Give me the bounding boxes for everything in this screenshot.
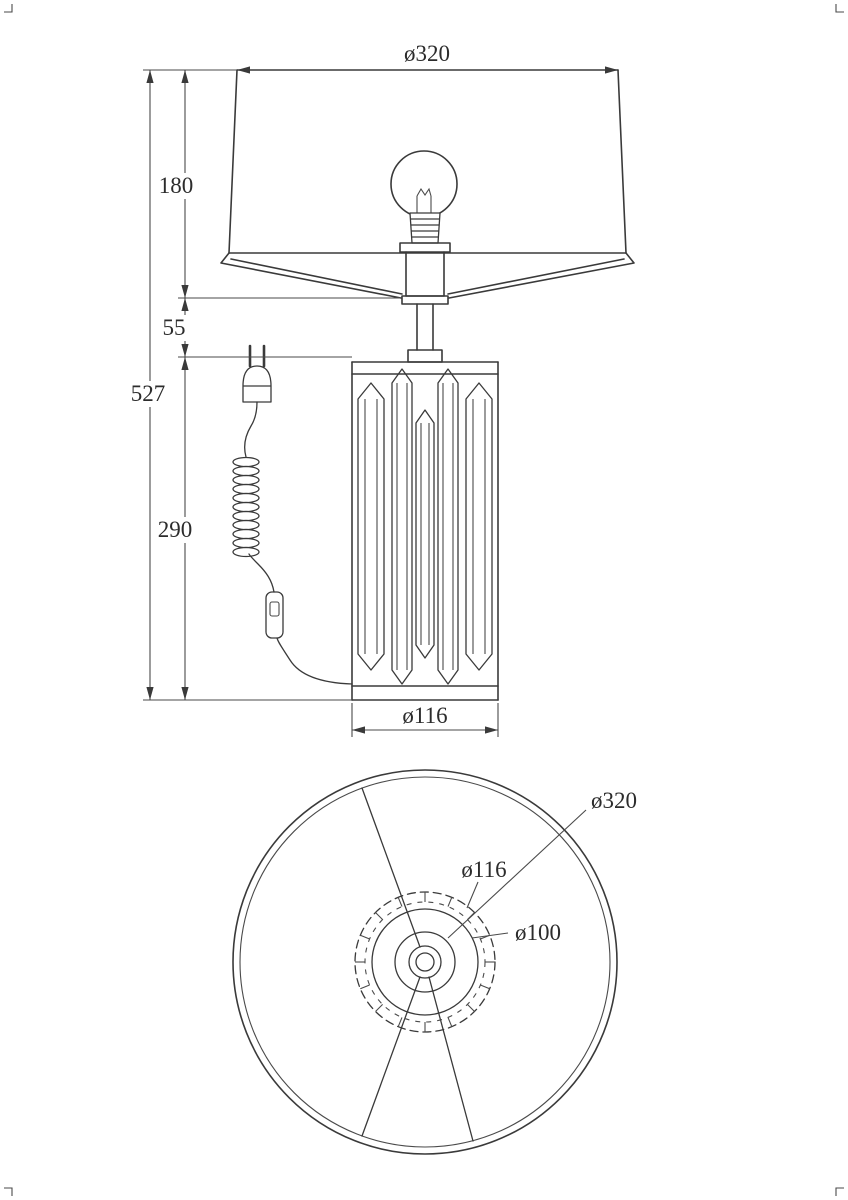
inline-switch (265, 591, 284, 639)
stem-circle (408, 945, 442, 979)
dim-bottom-shade-diameter-label: ø320 (591, 788, 637, 813)
corner-crop-marks (4, 4, 844, 1196)
crystal-rod (357, 382, 385, 671)
plug-prongs (248, 344, 266, 368)
dim-bottom-base-diameter-label: ø100 (515, 920, 561, 945)
extension-lines (143, 69, 499, 737)
switch-button (269, 601, 280, 617)
dim-bottom-body-diameter-label: ø116 (461, 857, 506, 882)
cord-middle (248, 553, 275, 593)
cord-lower (276, 637, 353, 685)
power-plug (242, 365, 272, 403)
crystal-rods (357, 368, 493, 685)
shade-support-spokes (361, 787, 474, 1142)
socket-circle (394, 931, 456, 993)
lamp-body (351, 361, 499, 701)
dim-shade-height-label: 180 (159, 173, 194, 198)
dimension-lines (149, 70, 498, 731)
dim-body-height-label: 290 (158, 517, 193, 542)
crystal-facet-ticks (355, 892, 495, 1032)
bottom-plan-view: ø320 ø116 ø100 (232, 769, 637, 1155)
dimension-arrowheads (146, 66, 618, 734)
dim-neck-height-label: 55 (163, 315, 186, 340)
center-hole-circle (415, 952, 435, 972)
dim-total-height-label: 527 (131, 381, 166, 406)
shade-inner-rim-circle (239, 776, 611, 1148)
lamp-shade-outline (220, 69, 635, 299)
front-view-dimensions: ø320 180 55 527 290 ø116 (128, 41, 618, 737)
crystal-rod (437, 368, 459, 685)
dim-body-diameter-label: ø116 (402, 703, 447, 728)
lamp-body-hub (354, 891, 496, 1033)
shade-outer-circle (232, 769, 618, 1155)
bottom-view-leaders (447, 809, 587, 939)
front-elevation-view: ø320 180 55 527 290 ø116 (128, 41, 635, 737)
bulb-filament (416, 187, 432, 213)
cord-coil (232, 456, 260, 558)
cord-upper (244, 401, 258, 458)
base-circle (371, 908, 479, 1016)
light-bulb (390, 150, 458, 244)
crystal-rod (391, 368, 413, 685)
dim-shade-diameter-label: ø320 (404, 41, 450, 66)
crystal-rod (465, 382, 493, 671)
lamp-socket-and-neck (399, 242, 451, 363)
power-cord-assembly (232, 344, 353, 685)
crystal-rod (415, 409, 435, 659)
